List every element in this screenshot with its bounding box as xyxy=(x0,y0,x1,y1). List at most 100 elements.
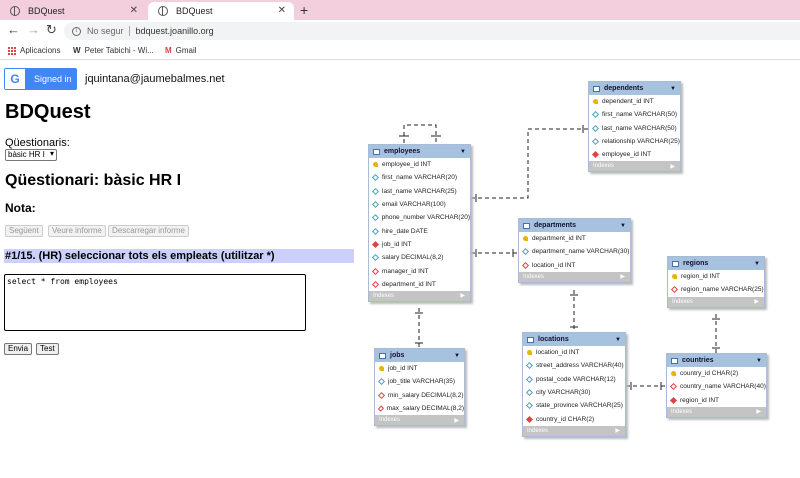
indexes-label: Indexes xyxy=(671,409,692,415)
er-table-jobs[interactable]: jobs▼ job_id INT job_title VARCHAR(35) m… xyxy=(374,348,465,426)
tab-bdquest-2[interactable]: BDQuest ✕ xyxy=(148,2,294,20)
er-table-employees[interactable]: employees▼ employee_id INT first_name VA… xyxy=(368,144,471,302)
url-text: bdquest.joanillo.org xyxy=(136,26,214,36)
triangle-right-icon[interactable]: ▶ xyxy=(620,273,625,280)
table-name: regions xyxy=(683,260,708,267)
nullable-fk-icon xyxy=(372,267,379,274)
column-label: salary DECIMAL(8,2) xyxy=(382,254,443,261)
forward-arrow-icon[interactable]: → xyxy=(27,22,40,37)
key-icon xyxy=(373,162,378,167)
column-label: email VARCHAR(100) xyxy=(382,201,446,208)
triangle-down-icon[interactable]: ▼ xyxy=(460,149,466,155)
er-table-dependents[interactable]: dependents▼ dependent_id INT first_name … xyxy=(588,81,681,172)
indexes-bar[interactable]: Indexes▶ xyxy=(668,297,764,307)
table-header: regions ▼ xyxy=(668,257,764,270)
column-row: region_name VARCHAR(25) xyxy=(668,283,764,296)
diamond-icon xyxy=(372,214,379,221)
column-label: employee_id INT xyxy=(602,151,651,158)
column-label: manager_id INT xyxy=(382,268,429,275)
bookmark-gmail[interactable]: M Gmail xyxy=(165,46,197,55)
column-label: min_salary DECIMAL(8,2) xyxy=(388,392,464,399)
close-tab-icon[interactable]: ✕ xyxy=(130,5,138,16)
indexes-bar[interactable]: Indexes ▶ xyxy=(667,407,766,417)
diamond-icon xyxy=(592,138,599,145)
table-icon xyxy=(373,149,380,155)
column-label: first_name VARCHAR(20) xyxy=(382,174,457,181)
indexes-bar[interactable]: Indexes▶ xyxy=(369,291,470,301)
column-label: hire_date DATE xyxy=(382,228,428,235)
table-header: jobs▼ xyxy=(375,349,464,362)
column-row: max_salary DECIMAL(8,2) xyxy=(375,402,464,415)
info-icon[interactable]: i xyxy=(72,27,81,36)
triangle-down-icon[interactable]: ▼ xyxy=(615,337,621,343)
column-label: job_id INT xyxy=(388,365,418,372)
column-row: country_name VARCHAR(40) xyxy=(667,380,766,393)
column-label: postal_code VARCHAR(12) xyxy=(536,376,616,383)
er-table-departments[interactable]: departments▼ department_id INT departmen… xyxy=(518,218,631,283)
browser-toolbar: ← → ↻ i No segur bdquest.joanillo.org xyxy=(0,20,800,42)
column-row: employee_id INT xyxy=(589,148,680,161)
table-name: countries xyxy=(682,357,714,364)
column-row: department_id INT xyxy=(519,232,630,245)
address-bar[interactable]: i No segur bdquest.joanillo.org xyxy=(64,22,800,40)
column-label: last_name VARCHAR(25) xyxy=(382,188,457,195)
triangle-right-icon[interactable]: ▶ xyxy=(615,427,620,434)
table-icon xyxy=(672,261,679,267)
table-header: employees▼ xyxy=(369,145,470,158)
triangle-right-icon[interactable]: ▶ xyxy=(454,417,459,424)
tab-strip: BDQuest ✕ BDQuest ✕ + xyxy=(0,0,800,20)
globe-icon xyxy=(158,6,168,16)
column-label: country_id CHAR(2) xyxy=(536,416,594,423)
reload-icon[interactable]: ↻ xyxy=(46,22,57,38)
table-icon xyxy=(523,223,530,229)
column-label: department_name VARCHAR(30) xyxy=(532,248,629,255)
close-tab-icon[interactable]: ✕ xyxy=(278,5,286,16)
column-row: min_salary DECIMAL(8,2) xyxy=(375,389,464,402)
triangle-down-icon[interactable]: ▼ xyxy=(754,261,760,267)
column-label: dependent_id INT xyxy=(602,98,654,105)
key-icon xyxy=(671,371,676,376)
bookmark-label: Aplicacions xyxy=(20,46,60,55)
triangle-right-icon[interactable]: ▶ xyxy=(460,292,465,299)
er-table-regions[interactable]: regions▼ region_id INT region_name VARCH… xyxy=(667,256,765,308)
tab-bdquest-1[interactable]: BDQuest ✕ xyxy=(0,2,146,20)
er-table-locations[interactable]: locations▼ location_id INT street_addres… xyxy=(522,332,626,437)
indexes-bar[interactable]: Indexes ▶ xyxy=(375,415,464,425)
diamond-icon xyxy=(372,174,379,181)
apps-grid-icon xyxy=(8,47,16,55)
triangle-down-icon[interactable]: ▼ xyxy=(756,358,762,364)
triangle-right-icon[interactable]: ▶ xyxy=(670,163,675,170)
indexes-bar[interactable]: Indexes▶ xyxy=(523,426,625,436)
er-table-countries[interactable]: countries▼ country_id CHAR(2) country_na… xyxy=(666,353,767,418)
divider xyxy=(129,26,130,36)
diamond-icon xyxy=(372,201,379,208)
diamond-icon xyxy=(372,254,379,261)
bookmark-wikipedia[interactable]: W Peter Tabichi - Wi... xyxy=(73,46,154,55)
wikipedia-icon: W xyxy=(73,46,81,55)
triangle-down-icon[interactable]: ▼ xyxy=(670,86,676,92)
new-tab-button[interactable]: + xyxy=(300,2,308,18)
column-row: location_id INT xyxy=(519,259,630,272)
triangle-right-icon[interactable]: ▶ xyxy=(756,408,761,415)
indexes-bar[interactable]: Indexes▶ xyxy=(519,272,630,282)
column-label: phone_number VARCHAR(20) xyxy=(382,214,470,221)
column-row: last_name VARCHAR(50) xyxy=(589,122,680,135)
back-arrow-icon[interactable]: ← xyxy=(7,22,20,37)
bookmark-apps[interactable]: Aplicacions xyxy=(8,46,60,55)
column-row: country_id CHAR(2) xyxy=(523,412,625,425)
indexes-bar[interactable]: Indexes▶ xyxy=(589,161,680,171)
column-row: first_name VARCHAR(20) xyxy=(369,171,470,184)
triangle-right-icon[interactable]: ▶ xyxy=(754,298,759,305)
triangle-down-icon[interactable]: ▼ xyxy=(454,353,460,359)
column-label: max_salary DECIMAL(8,2) xyxy=(387,405,464,412)
table-icon xyxy=(379,353,386,359)
tab-title: BDQuest xyxy=(176,6,213,16)
indexes-label: Indexes xyxy=(379,417,400,423)
triangle-down-icon[interactable]: ▼ xyxy=(620,223,626,229)
column-label: last_name VARCHAR(50) xyxy=(602,125,677,132)
diamond-icon xyxy=(372,228,379,235)
diamond-icon xyxy=(671,286,678,293)
column-row: state_province VARCHAR(25) xyxy=(523,399,625,412)
page-content: G Signed in jquintana@jaumebalmes.net BD… xyxy=(0,60,800,478)
diamond-icon xyxy=(522,248,529,255)
